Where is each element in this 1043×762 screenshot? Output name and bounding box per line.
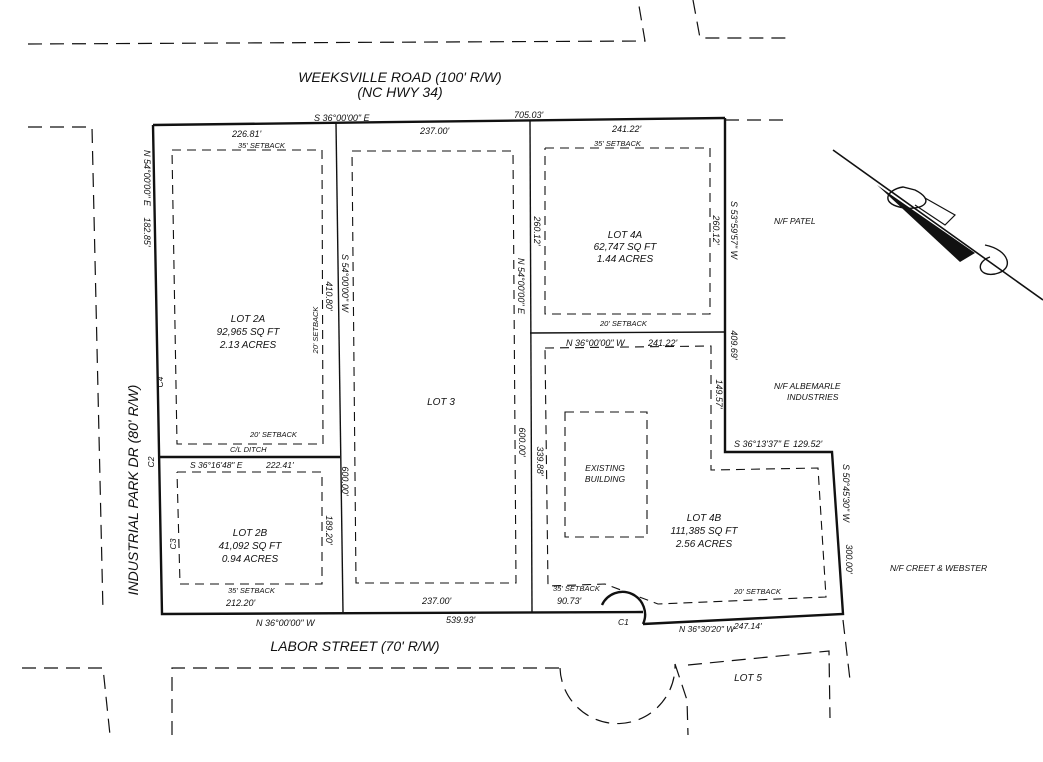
weeksville-road-label: WEEKSVILLE ROAD (100' R/W) [298, 69, 501, 85]
dim-lot4a-east: 260.12' [711, 214, 721, 245]
curve-c2-label: C2 [146, 456, 156, 467]
dim-bottom-total: 539.93' [446, 615, 476, 625]
dim-jog-bearing: S 36°13'37" E [734, 439, 791, 449]
svg-text:LOT 2B: LOT 2B [233, 528, 268, 539]
svg-text:LOT 4A: LOT 4A [608, 230, 643, 241]
dim-lot2b-east: 189.20' [324, 515, 334, 545]
svg-text:1.44 ACRES: 1.44 ACRES [597, 254, 654, 265]
dim-bottom-lot2b: 212.20' [225, 598, 256, 608]
dim-lot3-east-bearing: N 54°00'00" E [516, 258, 526, 315]
svg-text:LOT 4B: LOT 4B [687, 513, 722, 524]
lot-5-label: LOT 5 [734, 673, 762, 684]
industrial-park-label: INDUSTRIAL PARK DR (80' R/W) [125, 385, 141, 596]
neighbor-creet-webster-label: N/F CREET & WEBSTER [890, 563, 987, 573]
setback-lines [171, 147, 827, 605]
existing-building-label: EXISTING BUILDING [585, 463, 626, 484]
dim-far-east-dist: 300.00' [844, 544, 854, 574]
svg-text:62,747 SQ FT: 62,747 SQ FT [594, 242, 658, 253]
dim-lot4b-west: 339.88' [535, 446, 545, 476]
svg-text:2.13 ACRES: 2.13 ACRES [219, 340, 277, 351]
setback-label-lot4a-top: 35' SETBACK [594, 139, 642, 148]
dim-lot3-east-upper: 260.12' [532, 215, 542, 246]
dim-lot3-west-lower: 600.00' [340, 466, 350, 496]
setback-label-lot2a-bottom: 20' SETBACK [249, 430, 298, 439]
dim-ditch-dist: 222.41' [265, 460, 294, 470]
dim-left-dist: 182.85' [142, 217, 152, 247]
labor-street-label: LABOR STREET (70' R/W) [270, 638, 439, 654]
svg-text:2.56 ACRES: 2.56 ACRES [675, 539, 733, 550]
svg-text:LOT 2A: LOT 2A [231, 314, 266, 325]
dim-left-bearing: N 54°00'00" E [142, 150, 152, 207]
nc-hwy-label: (NC HWY 34) [357, 84, 442, 100]
dim-ditch-bearing: S 36°16'48" E [190, 460, 243, 470]
svg-text:BUILDING: BUILDING [585, 474, 626, 484]
dim-top-total: 705.03' [514, 110, 544, 120]
lot-4b-label: LOT 4B 111,385 SQ FT 2.56 ACRES [671, 513, 739, 550]
property-lines [151, 116, 845, 626]
curve-c1-label: C1 [618, 617, 629, 627]
dim-lot3-west-dist: 410.80' [324, 281, 334, 311]
setback-label-lot2a-side: 20' SETBACK [311, 306, 320, 355]
dim-bottom-lot3: 237.00' [421, 596, 452, 606]
dim-mid-bearing: N 36°00'00" W [566, 338, 626, 348]
dim-lot3-east-lower: 600.00' [517, 427, 527, 457]
dim-top-bearing: S 36°00'00" E [314, 113, 371, 123]
setback-label-lot4a-bottom: 20' SETBACK [599, 319, 648, 328]
curve-c3-label: C3 [168, 538, 178, 549]
dim-top-lot2a: 226.81' [231, 129, 262, 139]
dim-bottom-east-dist: 247.14' [733, 621, 762, 631]
curve-c4-label: C4 [155, 376, 165, 387]
setback-label-lot2a-top: 35' SETBACK [238, 141, 286, 150]
dim-top-lot3: 237.00' [419, 126, 450, 136]
lot-2b-label: LOT 2B 41,092 SQ FT 0.94 ACRES [219, 528, 283, 565]
setback-label-lot4b-east: 20' SETBACK [733, 587, 782, 596]
neighbor-albemarle-label: N/F ALBEMARLE [774, 381, 841, 391]
setback-label-lot4b-bottom: 35' SETBACK [553, 584, 601, 593]
dim-bottom-bearing: N 36°00'00" W [256, 618, 316, 628]
dim-jog-dist: 129.52' [793, 439, 823, 449]
setback-label-lot2b-bottom: 35' SETBACK [228, 586, 276, 595]
dim-mid-dist: 241.22' [647, 338, 678, 348]
svg-text:41,092 SQ FT: 41,092 SQ FT [219, 541, 283, 552]
ditch-label: C/L DITCH [230, 445, 267, 454]
dim-lot3-west-bearing: S 54°00'00" W [340, 254, 350, 314]
svg-text:92,965 SQ FT: 92,965 SQ FT [217, 327, 281, 338]
neighbor-albemarle-label-2: INDUSTRIES [787, 392, 839, 402]
lot-4a-label: LOT 4A 62,747 SQ FT 1.44 ACRES [594, 230, 658, 265]
svg-text:111,385 SQ FT: 111,385 SQ FT [671, 526, 739, 537]
dim-top-lot4a: 241.22' [611, 124, 642, 134]
dim-east-lower: 409.69' [729, 330, 739, 360]
dim-east-bearing: S 53°59'57" W [729, 201, 739, 261]
svg-text:0.94 ACRES: 0.94 ACRES [222, 554, 279, 565]
svg-text:EXISTING: EXISTING [585, 463, 625, 473]
dim-bottom-lot4b: 90.73' [557, 596, 582, 606]
right-of-way-lines [22, 0, 851, 736]
dim-east-seg: 149.57' [714, 379, 724, 409]
north-arrow-icon [832, 149, 1043, 301]
neighbor-patel-label: N/F PATEL [774, 216, 816, 226]
dim-far-east-bearing: S 50°45'30" W [841, 464, 851, 524]
lot-2a-label: LOT 2A 92,965 SQ FT 2.13 ACRES [217, 314, 281, 351]
dim-bottom-east-bearing: N 36°30'20" W [679, 624, 735, 634]
lot-3-label: LOT 3 [427, 397, 455, 408]
